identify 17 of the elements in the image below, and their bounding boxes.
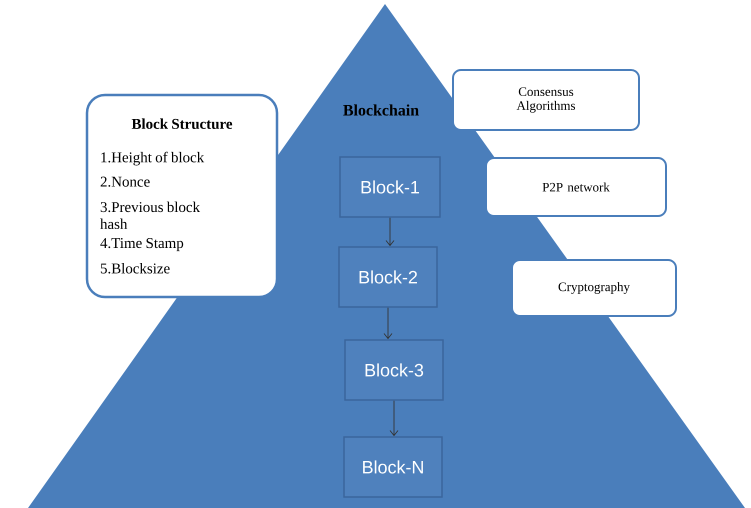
label-box: Consensus Algorithms — [452, 69, 640, 131]
block-box: Block-2 — [338, 246, 438, 308]
label-box: P2P network — [485, 157, 667, 217]
block-box: Block-N — [343, 436, 443, 498]
list-item: 1.Height of block — [101, 152, 204, 166]
list-item: 2.Nonce — [100, 176, 150, 187]
arrow — [390, 400, 398, 436]
block-box: Block-3 — [344, 339, 444, 401]
card-heading: Block Structure — [132, 118, 232, 129]
block-box: Block-1 — [339, 156, 441, 218]
arrow — [384, 307, 392, 340]
label-box: Cryptography — [511, 259, 677, 317]
list-item: 4.Time Stamp — [100, 238, 184, 252]
list-item: 5.Blocksize — [100, 263, 170, 274]
arrow — [386, 217, 394, 246]
list-item: 3.Previous block hash — [100, 202, 200, 230]
list-card — [86, 94, 278, 298]
